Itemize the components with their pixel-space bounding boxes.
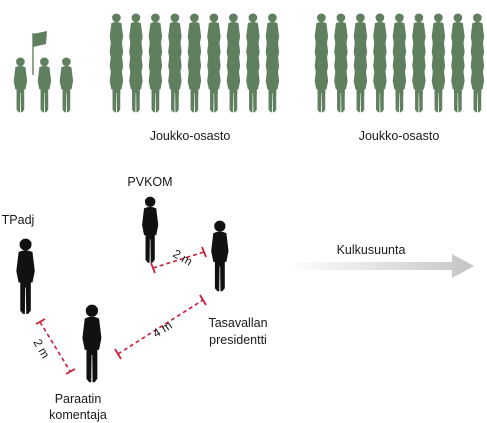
commander-figure xyxy=(82,304,102,383)
tpadj-figure xyxy=(16,238,35,314)
pvkom-figure xyxy=(142,196,159,263)
distance-marker-commander-president xyxy=(114,294,207,360)
distance-marker-tpadj-commander xyxy=(35,318,76,375)
president-figure xyxy=(211,220,229,292)
direction-arrow-icon xyxy=(290,254,474,278)
troop-formation xyxy=(13,13,485,113)
distance-label-tpadj-commander: 2 m xyxy=(30,337,52,361)
color-guard xyxy=(32,31,47,75)
pvkom-label: PVKOM xyxy=(127,175,172,189)
unit-left-label: Joukko-osasto xyxy=(150,129,231,143)
distance-label-commander-president: 4 m xyxy=(150,318,174,340)
flag-icon xyxy=(32,31,47,75)
president-label-line1: Tasavallan xyxy=(208,316,267,330)
president-label-line2: presidentti xyxy=(209,333,267,347)
distance-label-pvkom-president: 2 m xyxy=(171,246,195,268)
soldier-icon xyxy=(13,57,28,113)
soldier-icon xyxy=(59,57,74,113)
distance-marker-pvkom-president xyxy=(150,246,207,274)
unit-right-label: Joukko-osasto xyxy=(359,129,440,143)
soldier-icon xyxy=(37,57,52,113)
tpadj-label: TPadj xyxy=(2,213,35,227)
commander-label-line1: Paraatin xyxy=(55,392,102,406)
commander-label-line2: komentaja xyxy=(49,408,107,422)
direction-label: Kulkusuunta xyxy=(337,243,406,257)
